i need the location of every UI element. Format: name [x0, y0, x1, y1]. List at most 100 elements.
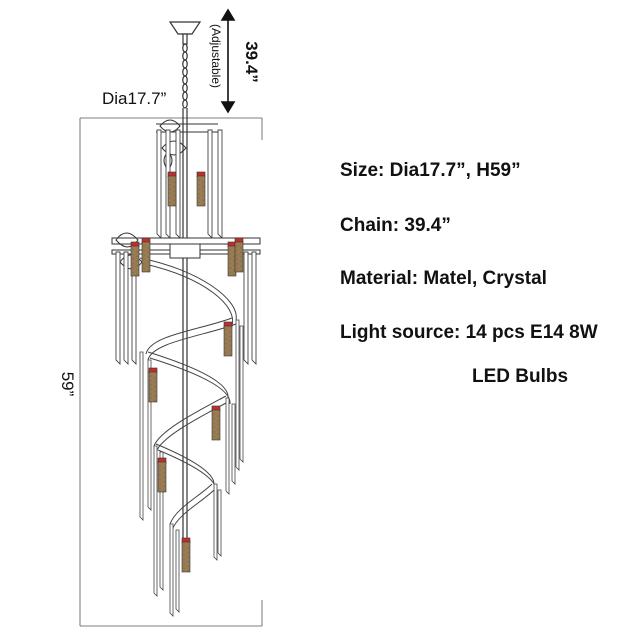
chain-link — [182, 83, 188, 93]
bulb-led-dot — [183, 563, 185, 565]
bulb-led-dot — [183, 554, 185, 556]
crystal-panel — [175, 129, 181, 240]
bulb-led-dot — [202, 199, 204, 201]
crystal-panel — [239, 325, 244, 463]
bulb-led-dot — [136, 264, 138, 267]
crystal-panel — [217, 129, 223, 240]
bulb-led-dot — [229, 340, 231, 342]
spec-size: Size: Dia17.7”, H59” — [340, 160, 521, 181]
bulb-led-dot — [213, 413, 215, 415]
bulb-led-dot — [150, 375, 152, 377]
bulb-led-dot — [229, 262, 231, 265]
bulb-led-dot — [136, 260, 138, 262]
bulb-led-dot — [173, 190, 175, 192]
chain-dimension-arrow — [220, 8, 236, 114]
bulb-led-dot — [159, 469, 161, 472]
crystal-panel — [243, 251, 249, 366]
bulb-led-dot — [217, 415, 219, 417]
bulb-led-dot — [236, 254, 238, 256]
bulb-led-dot — [147, 251, 149, 254]
crystal-panel — [235, 319, 240, 471]
crystal-panel — [225, 397, 230, 495]
bulb-led-dot — [132, 258, 134, 260]
bulb-led-dot — [150, 384, 152, 386]
bulb-led-dot — [202, 181, 204, 183]
bulb-led-dot — [169, 183, 171, 186]
bulb-led-dot — [173, 194, 175, 197]
bulb-led-dot — [229, 344, 231, 347]
chain-link — [182, 91, 188, 101]
bulb-led-dot — [163, 471, 165, 474]
bulb-led-dot — [187, 547, 189, 549]
dimension-lines — [79, 117, 263, 627]
bulb-led-dot — [233, 251, 235, 253]
bulb-led-dot — [173, 203, 175, 206]
bulb-led-dot — [147, 247, 149, 249]
bulb-led-dot — [236, 258, 238, 261]
crystal-panel — [213, 483, 218, 561]
bulb-body — [181, 541, 191, 573]
bulb-led-dot — [240, 265, 242, 267]
bulb-body — [157, 461, 167, 493]
bulb-led-dot — [159, 487, 161, 490]
bulb-led-dot — [159, 478, 161, 481]
chain-link — [182, 75, 188, 85]
bulb-led-dot — [229, 258, 231, 260]
bulb-led-dot — [213, 431, 215, 433]
bulb-led-dot — [173, 199, 175, 201]
height-label: 59” — [58, 372, 77, 397]
chain-adjustable-note: (Adjustable) — [209, 24, 223, 88]
bulb-body — [130, 245, 140, 277]
bulb-led-dot — [240, 260, 242, 263]
top-tier-crystals — [156, 129, 223, 240]
bulb-led-dot — [169, 188, 171, 190]
bulb-led-dot — [213, 426, 215, 429]
chain-link — [182, 51, 188, 61]
bulb-led-dot — [229, 349, 231, 351]
middle-tier-crystals — [115, 251, 257, 366]
spec-light-source-continued: LED Bulbs — [472, 366, 569, 387]
bulb-led-dot — [132, 262, 134, 265]
bulb-led-dot — [163, 467, 165, 469]
chain-link — [182, 99, 188, 109]
bulb-led-dot — [143, 249, 145, 252]
bulb-led-dot — [225, 329, 227, 331]
bulb-led-dot — [198, 192, 200, 195]
bulb-led-dot — [183, 549, 185, 552]
bulb-led-dot — [147, 269, 149, 272]
bulb-led-dot — [213, 422, 215, 424]
bulb-led-dot — [136, 251, 138, 253]
bulb-body — [167, 175, 177, 207]
bulb-led-dot — [163, 489, 165, 492]
bulb-led-dot — [187, 556, 189, 558]
bulb-led-dot — [136, 269, 138, 271]
crystal-panel — [231, 403, 236, 485]
bulb-led-dot — [229, 353, 231, 356]
chain-link — [182, 59, 188, 69]
bulb-led-dot — [240, 251, 242, 254]
bulb-led-dot — [163, 476, 165, 478]
bulb-led-dot — [229, 335, 231, 338]
crystal-panel — [139, 351, 144, 521]
bulb-led-dot — [132, 249, 134, 251]
bulb-led-dot — [183, 545, 185, 547]
bulb-led-dot — [198, 188, 200, 190]
bulb-led-dot — [132, 253, 134, 256]
bulb-led-dot — [240, 269, 242, 272]
chain-link — [182, 67, 188, 77]
bulb-led-dot — [159, 483, 161, 485]
bulb-led-dot — [154, 381, 156, 384]
bulb-led-dot — [202, 203, 204, 206]
bulb-body — [211, 409, 221, 441]
ceiling-canopy — [168, 21, 202, 45]
bulb-led-dot — [169, 179, 171, 181]
bulb-led-dot — [163, 480, 165, 483]
middle-tier-frame — [111, 232, 261, 270]
bulb-body — [141, 241, 151, 273]
bulb-led-dot — [236, 249, 238, 252]
bulb-body — [148, 371, 158, 403]
bulb-led-dot — [229, 253, 231, 256]
spec-light-source: Light source: 14 pcs E14 8W — [340, 322, 598, 343]
bulb-led-dot — [229, 331, 231, 333]
bulb-led-dot — [233, 273, 235, 276]
